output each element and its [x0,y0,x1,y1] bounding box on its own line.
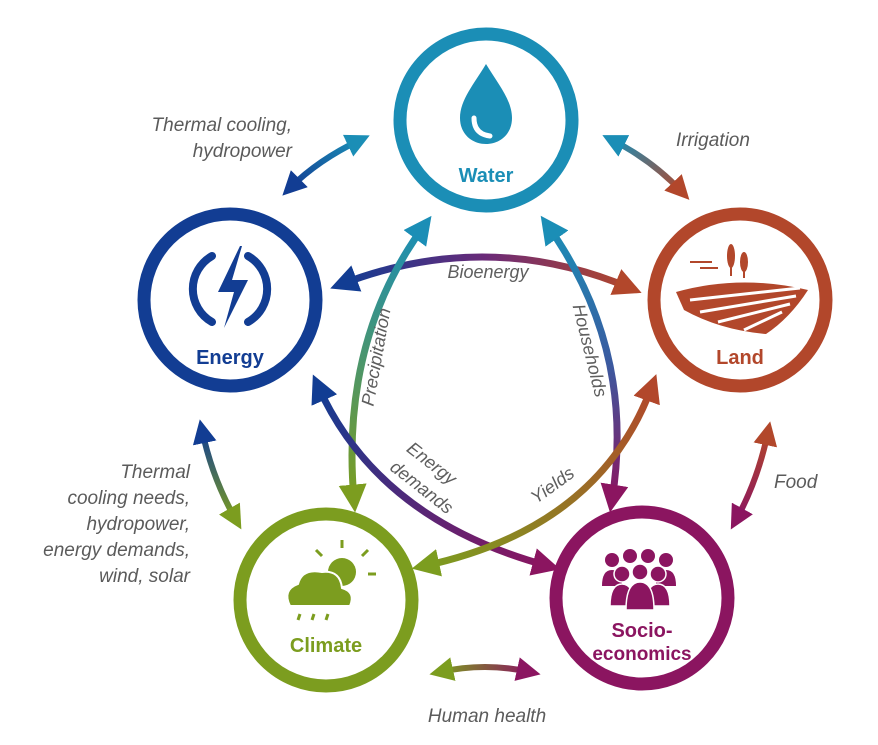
energy-climate-label: Thermal cooling needs, hydropower, energ… [43,462,191,587]
energy-label: Energy [196,347,265,369]
socio-label-line2: economics [592,644,691,665]
arrow-water-land [602,135,690,200]
water-label: Water [459,165,514,187]
svg-text:Thermal: Thermal [120,462,190,483]
arrow-water-energy [282,134,370,196]
climate-node: Climate [233,507,419,693]
farm-field-icon [676,244,808,334]
svg-text:cooling needs,: cooling needs, [67,488,190,509]
land-label: Land [716,347,764,369]
svg-text:Thermal cooling,: Thermal cooling, [152,115,292,136]
svg-text:hydropower: hydropower [193,141,293,162]
climate-label: Climate [290,635,362,657]
water-node: Water [393,27,579,213]
people-group-icon [602,549,676,611]
arrow-land-socio [730,421,778,530]
cloud-sun-rain-icon [286,540,376,621]
power-bolt-icon [188,246,272,328]
water-energy-label: Thermal cooling, hydropower [152,115,293,162]
food-label: Food [774,472,819,493]
irrigation-label: Irrigation [676,130,750,151]
svg-text:wind, solar: wind, solar [99,566,190,587]
water-drop-icon [460,64,512,144]
svg-text:hydropower,: hydropower, [86,514,190,535]
socio-label-line1: Socio- [611,620,672,642]
arrow-energy-climate [192,419,242,530]
human-health-label: Human health [428,706,546,727]
arrow-yields [411,374,660,577]
land-node: Land [647,207,833,393]
arrow-climate-socio [429,657,541,681]
bioenergy-label: Bioenergy [447,262,529,282]
socio-economics-node: Socio- economics [549,505,735,691]
energy-node: Energy [137,207,323,393]
svg-text:energy demands,: energy demands, [43,540,190,561]
